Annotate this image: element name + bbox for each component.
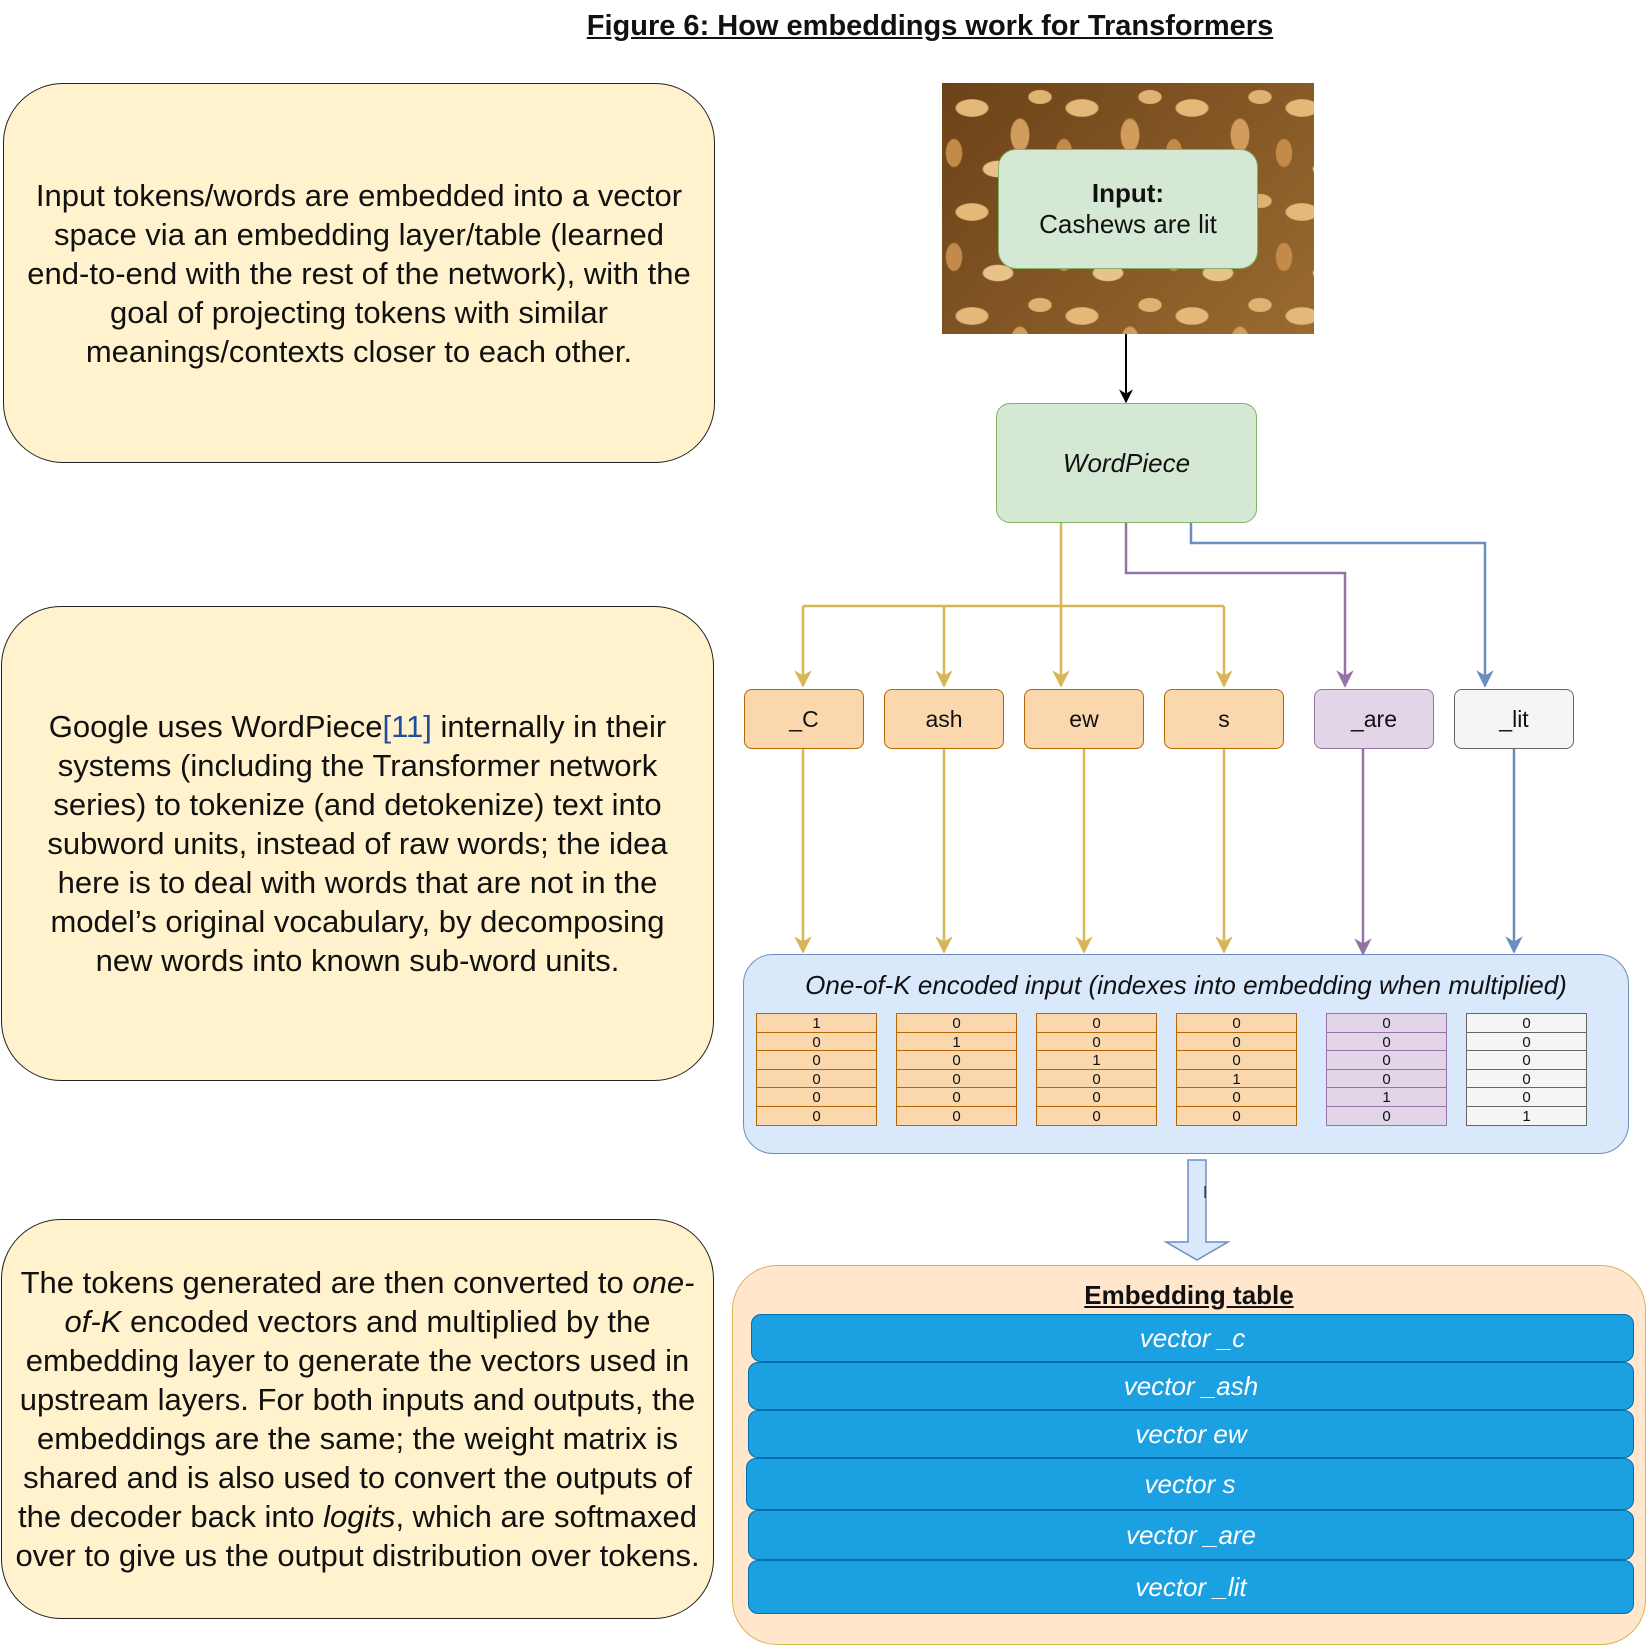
wordpiece-box: WordPiece bbox=[996, 403, 1257, 523]
embedding-row: vector s bbox=[746, 1458, 1634, 1510]
one-hot-cell: 0 bbox=[1326, 1013, 1447, 1033]
one-hot-vector: 0 0 0 1 0 0 bbox=[1176, 1013, 1297, 1126]
note-one-of-k-text: The tokens generated are then converted … bbox=[15, 1265, 700, 1573]
one-hot-cell: 0 bbox=[1036, 1105, 1157, 1126]
one-hot-cell: 0 bbox=[1176, 1013, 1297, 1033]
token-box: s bbox=[1164, 689, 1284, 749]
one-hot-cell: 0 bbox=[1466, 1050, 1587, 1070]
input-box: Input: Cashews are lit bbox=[998, 149, 1258, 269]
one-hot-cell: 1 bbox=[1036, 1050, 1157, 1070]
cashews-photo: Input: Cashews are lit bbox=[942, 83, 1314, 334]
one-hot-cell: 1 bbox=[1466, 1105, 1587, 1126]
one-hot-cell: 0 bbox=[1466, 1013, 1587, 1033]
citation-link[interactable]: [11] bbox=[382, 709, 432, 744]
token-label: _C bbox=[789, 705, 819, 732]
input-text: Cashews are lit bbox=[1039, 209, 1217, 239]
one-hot-cell: 0 bbox=[896, 1068, 1017, 1089]
one-hot-title: One-of-K encoded input (indexes into emb… bbox=[805, 970, 1567, 1000]
token-label: _lit bbox=[1499, 705, 1529, 732]
yellow-connectors bbox=[794, 523, 1233, 954]
token-box: _are bbox=[1314, 689, 1434, 749]
one-hot-cell: 0 bbox=[896, 1050, 1017, 1070]
embedding-row: vector _c bbox=[751, 1314, 1634, 1362]
token-box: ash bbox=[884, 689, 1004, 749]
token-label: ew bbox=[1069, 705, 1099, 732]
token-box: _C bbox=[744, 689, 864, 749]
input-label: Input: bbox=[1091, 178, 1165, 208]
one-hot-vector: 0 1 0 0 0 0 bbox=[896, 1013, 1017, 1126]
one-hot-cell: 0 bbox=[756, 1105, 877, 1126]
embedding-table-title: Embedding table bbox=[1084, 1280, 1294, 1310]
note-embedding-overview: Input tokens/words are embedded into a v… bbox=[3, 83, 715, 463]
one-hot-cell: 0 bbox=[756, 1068, 877, 1089]
token-label: _are bbox=[1350, 705, 1398, 732]
token-box: ew bbox=[1024, 689, 1144, 749]
block-arrow-to-embedding bbox=[1163, 1159, 1231, 1261]
wordpiece-label: WordPiece bbox=[1062, 447, 1191, 478]
one-hot-cell: 0 bbox=[756, 1031, 877, 1052]
embedding-table-panel: Embedding table vector _c vector _ash ve… bbox=[732, 1265, 1646, 1645]
token-box: _lit bbox=[1454, 689, 1574, 749]
one-hot-cell: 0 bbox=[1036, 1087, 1157, 1107]
token-label: s bbox=[1218, 705, 1230, 732]
embedding-row: vector _ash bbox=[748, 1362, 1634, 1410]
one-hot-cell: 0 bbox=[1326, 1050, 1447, 1070]
one-hot-vector: 0 0 0 0 1 0 bbox=[1326, 1013, 1447, 1126]
one-hot-cell: 0 bbox=[1176, 1050, 1297, 1070]
note-embedding-overview-text: Input tokens/words are embedded into a v… bbox=[27, 177, 691, 369]
one-hot-cell: 0 bbox=[1036, 1013, 1157, 1033]
one-hot-cell: 1 bbox=[756, 1013, 877, 1033]
blue-connectors bbox=[1189, 523, 1523, 954]
one-hot-cell: 1 bbox=[896, 1031, 1017, 1052]
purple-connectors bbox=[1124, 523, 1372, 956]
embedding-row: vector _lit bbox=[748, 1560, 1634, 1614]
one-hot-panel: One-of-K encoded input (indexes into emb… bbox=[743, 954, 1629, 1154]
one-hot-vector: 1 0 0 0 0 0 bbox=[756, 1013, 877, 1126]
one-hot-cell: 0 bbox=[1176, 1087, 1297, 1107]
note-wordpiece: Google uses WordPiece[11] internally in … bbox=[1, 606, 714, 1081]
one-hot-cell: 0 bbox=[1176, 1031, 1297, 1052]
one-hot-cell: 1 bbox=[1326, 1087, 1447, 1107]
one-hot-cell: 0 bbox=[1466, 1087, 1587, 1107]
one-hot-cell: 0 bbox=[756, 1050, 877, 1070]
one-hot-cell: 0 bbox=[1326, 1105, 1447, 1126]
one-hot-cell: 0 bbox=[1036, 1068, 1157, 1089]
one-hot-cell: 0 bbox=[896, 1105, 1017, 1126]
figure-title: Figure 6: How embeddings work for Transf… bbox=[586, 10, 1274, 42]
one-hot-cell: 0 bbox=[1326, 1068, 1447, 1089]
one-hot-cell: 0 bbox=[1036, 1031, 1157, 1052]
one-hot-cell: 1 bbox=[1176, 1068, 1297, 1089]
one-hot-vector: 0 0 0 0 0 1 bbox=[1466, 1013, 1587, 1126]
one-hot-cell: 0 bbox=[1466, 1031, 1587, 1052]
note-wordpiece-text: Google uses WordPiece[11] internally in … bbox=[47, 709, 668, 978]
one-hot-cell: 0 bbox=[1326, 1031, 1447, 1052]
token-label: ash bbox=[925, 705, 963, 732]
one-hot-cell: 0 bbox=[896, 1013, 1017, 1033]
one-hot-cell: 0 bbox=[1176, 1105, 1297, 1126]
embedding-row: vector _are bbox=[748, 1510, 1634, 1560]
note-one-of-k: The tokens generated are then converted … bbox=[1, 1219, 714, 1619]
one-hot-vector: 0 0 1 0 0 0 bbox=[1036, 1013, 1157, 1126]
one-hot-cell: 0 bbox=[1466, 1068, 1587, 1089]
one-hot-cell: 0 bbox=[756, 1087, 877, 1107]
embedding-row: vector ew bbox=[748, 1410, 1634, 1458]
one-hot-cell: 0 bbox=[896, 1087, 1017, 1107]
